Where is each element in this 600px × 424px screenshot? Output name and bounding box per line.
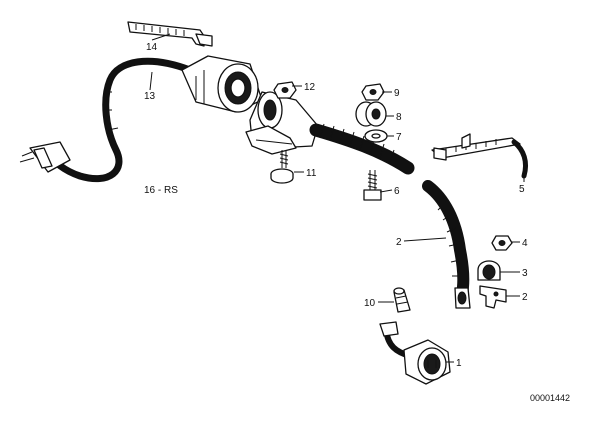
part-14-mains-cable xyxy=(42,57,194,183)
part-connector-housing xyxy=(245,91,319,155)
part-12-bolt xyxy=(270,150,294,184)
part-3-strap xyxy=(479,285,507,309)
callout-2a: 2 xyxy=(396,237,402,248)
callout-8: 7 xyxy=(396,132,402,143)
leader-14 xyxy=(149,71,153,91)
leader-15 xyxy=(151,33,171,41)
callout-9: 8 xyxy=(396,112,402,123)
part-10-nut xyxy=(361,83,385,101)
callout-12: 11 xyxy=(306,168,317,179)
part-2-cable xyxy=(422,180,471,309)
callout-14: 13 xyxy=(144,91,156,102)
part-6-bracket xyxy=(431,133,529,179)
document-number: 00001442 xyxy=(530,393,570,403)
callout-7: 6 xyxy=(394,186,400,197)
part-5-nut xyxy=(491,235,513,251)
part-13-nut xyxy=(273,81,297,99)
callout-1: 1 xyxy=(456,358,462,369)
part-corrugated-tube xyxy=(309,123,415,175)
part-8-washer xyxy=(364,129,388,143)
callout-15: 14 xyxy=(146,42,158,53)
leader-2a xyxy=(403,237,447,242)
callout-3: 2 xyxy=(522,292,528,303)
callout-11: 10 xyxy=(364,298,376,309)
callout-4: 3 xyxy=(522,268,528,279)
part-1-connector xyxy=(379,321,451,385)
part-7-screw xyxy=(363,170,382,201)
callout-10: 9 xyxy=(394,88,400,99)
part-16-mains-plug xyxy=(19,141,71,173)
callout-5: 4 xyxy=(522,238,528,249)
callout-13: 12 xyxy=(304,82,316,93)
part-4-clamp xyxy=(477,260,501,281)
callout-16: 16 - RS xyxy=(144,185,178,196)
part-16-socket-housing xyxy=(181,55,263,113)
part-11-sleeve xyxy=(393,287,411,313)
part-9-grommet xyxy=(355,101,387,127)
leader-7 xyxy=(379,189,393,193)
part-15-clip-rail xyxy=(127,21,213,47)
callout-6: 5 xyxy=(519,184,525,195)
